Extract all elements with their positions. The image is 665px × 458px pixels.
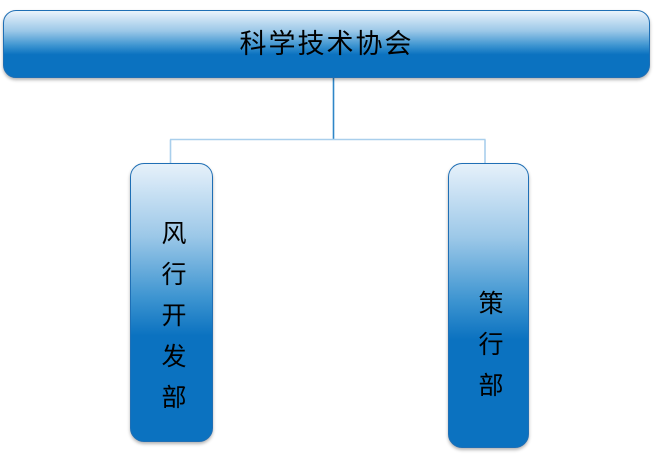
org-node-child-planning[interactable]: 策行部 [448,163,529,448]
org-node-root[interactable]: 科学技术协会 [3,10,650,78]
org-node-child-planning-label: 策行部 [475,290,502,413]
org-node-child-development[interactable]: 风行开发部 [130,163,213,442]
org-node-child-development-label: 风行开发部 [158,220,185,425]
org-node-root-label: 科学技术协会 [239,28,414,59]
